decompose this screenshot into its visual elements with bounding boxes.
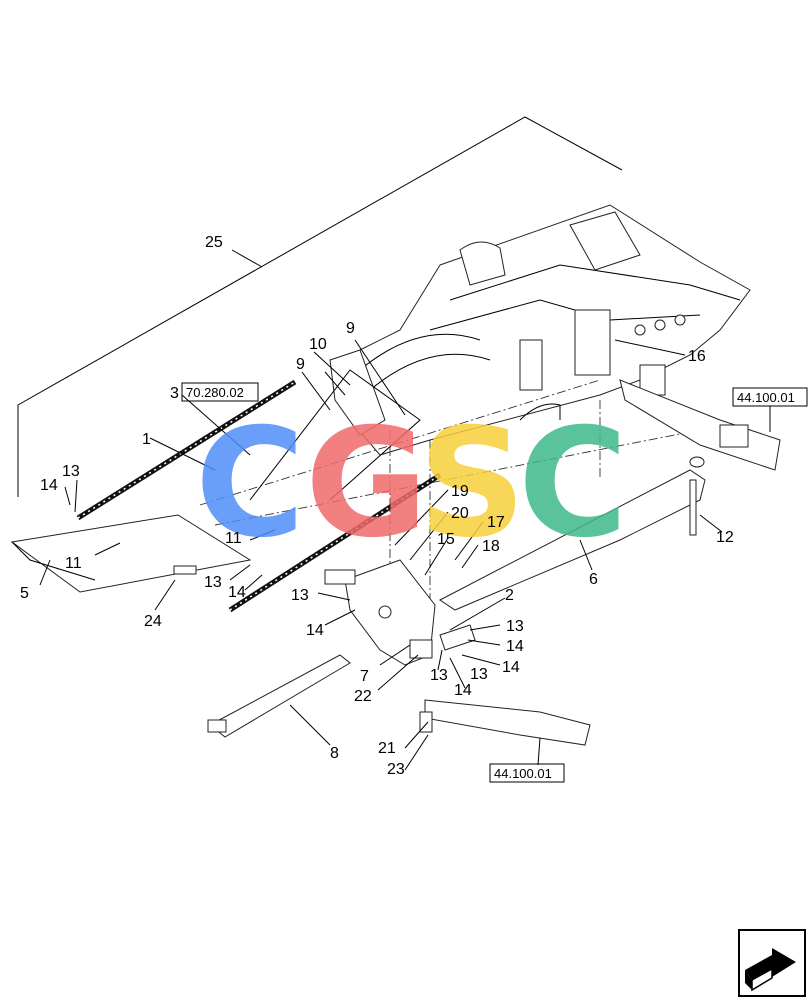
shield-bar-1 (76, 379, 297, 521)
callout-5: 5 (20, 585, 29, 602)
callout-13: 13 (470, 666, 488, 683)
callout-13: 13 (204, 574, 222, 591)
reference-box-44-100-01-bottom[interactable]: 44.100.01 (489, 763, 565, 783)
callout-9-upper: 9 (346, 320, 355, 337)
callout-11-right: 11 (225, 530, 242, 547)
callout-1: 1 (142, 431, 151, 448)
watermark-letter-2: G (305, 397, 428, 571)
shield-tray-5 (10, 514, 252, 593)
callout-13: 13 (430, 667, 448, 684)
reference-label: 70.280.02 (186, 385, 244, 400)
reference-label: 44.100.01 (494, 766, 552, 781)
callout-15: 15 (437, 531, 455, 548)
callout-13: 13 (291, 587, 309, 604)
watermark-letter-4: C (518, 397, 628, 571)
callout-13: 13 (62, 463, 80, 480)
callout-12: 12 (716, 529, 734, 546)
callout-14: 14 (506, 638, 524, 655)
callout-14: 14 (306, 622, 324, 639)
reference-label: 44.100.01 (737, 390, 795, 405)
callout-25: 25 (205, 234, 223, 251)
callout-14: 14 (454, 682, 472, 699)
callout-3: 3 (170, 385, 179, 402)
drawbar-extension-bottom (419, 699, 591, 746)
callout-14: 14 (228, 584, 246, 601)
callout-10: 10 (309, 336, 327, 353)
callout-17: 17 (487, 514, 505, 531)
callout-16: 16 (688, 348, 706, 365)
callout-8: 8 (330, 745, 339, 762)
leader-lines (39, 339, 723, 771)
watermark-letter-1: C (195, 397, 305, 571)
tube-6 (439, 456, 706, 611)
frame-brace-7 (324, 559, 436, 666)
assembly-bracket-25 (17, 116, 623, 497)
callouts: 25 1 3 10 9 9 16 12 6 14 13 11 11 5 13 1… (20, 234, 734, 778)
callout-24: 24 (144, 613, 162, 630)
callout-20: 20 (451, 505, 469, 522)
callout-6: 6 (589, 571, 598, 588)
drawbar-extension-top (619, 379, 781, 471)
callout-18: 18 (482, 538, 500, 555)
tube-8 (207, 654, 351, 738)
callout-9-lower: 9 (296, 356, 305, 373)
callout-11-left: 11 (65, 555, 82, 572)
bracket-2 (439, 624, 476, 651)
support-bracket-10 (249, 349, 421, 501)
reference-box-44-100-01-top[interactable]: 44.100.01 (732, 387, 808, 432)
reference-box-70-280-02[interactable]: 70.280.02 (181, 382, 259, 402)
callout-19: 19 (451, 483, 469, 500)
callout-23: 23 (387, 761, 405, 778)
watermark-letter-3: S (418, 397, 526, 571)
callout-22: 22 (354, 688, 372, 705)
main-frame-assembly (199, 204, 751, 600)
watermark-logo: C G S C (195, 397, 628, 571)
next-page-arrow-icon[interactable] (738, 929, 806, 997)
callout-14: 14 (40, 477, 58, 494)
callout-21: 21 (378, 740, 396, 757)
callout-14: 14 (502, 659, 520, 676)
shield-bar-right (228, 472, 442, 613)
callout-13: 13 (506, 618, 524, 635)
callout-2: 2 (505, 587, 514, 604)
pin-12 (689, 479, 697, 536)
callout-7: 7 (360, 668, 369, 685)
